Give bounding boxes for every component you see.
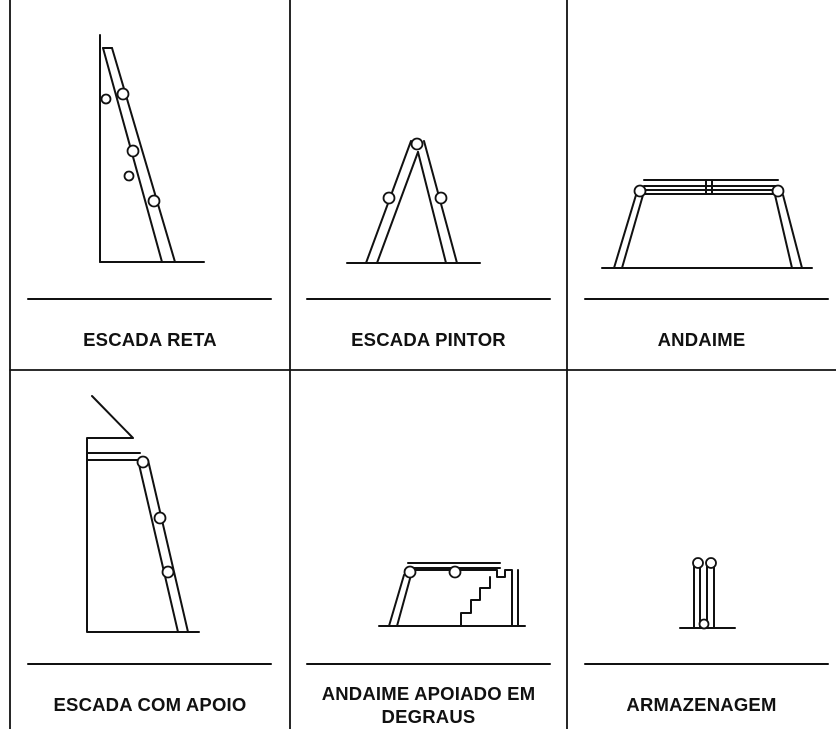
scaffold-illustration bbox=[601, 179, 813, 269]
straight-ladder-illustration bbox=[99, 34, 205, 263]
painter-ladder-illustration bbox=[346, 137, 481, 264]
panel-label-escada-reta: ESCADA RETA bbox=[83, 329, 217, 350]
scaffold-on-steps-illustration bbox=[378, 562, 526, 627]
supported-ladder-illustration bbox=[86, 395, 200, 633]
panel-label-escada-com-apoio: ESCADA COM APOIO bbox=[53, 694, 247, 715]
panel-label-armazenagem: ARMAZENAGEM bbox=[626, 694, 777, 715]
panel-label-andaime-apoiado-em-degraus: ANDAIME APOIADO EM DEGRAUS bbox=[321, 683, 536, 727]
label-separators bbox=[27, 298, 829, 665]
panel-grid bbox=[9, 0, 836, 729]
panel-label-andaime: ANDAIME bbox=[657, 329, 746, 350]
panel-label-escada-pintor: ESCADA PINTOR bbox=[351, 329, 506, 350]
storage-illustration bbox=[679, 557, 736, 630]
